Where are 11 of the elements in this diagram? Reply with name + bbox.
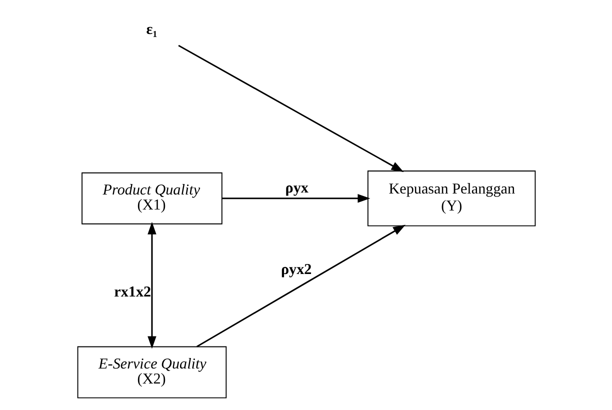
node-box: Product Quality (X1) bbox=[81, 172, 222, 224]
node-box: E-Service Quality (X2) bbox=[76, 346, 226, 398]
edge-label: ρyx2 bbox=[280, 262, 312, 278]
arrow bbox=[178, 44, 404, 172]
edge-label: ρyx bbox=[284, 180, 308, 197]
edge-label: rx1x2 bbox=[114, 284, 151, 301]
node-box: Kepuasan Pelanggan (Y) bbox=[366, 170, 536, 226]
arrow bbox=[147, 222, 156, 349]
node-text: ε₁ bbox=[146, 22, 157, 38]
arrow bbox=[221, 194, 370, 203]
arrow bbox=[196, 224, 406, 348]
